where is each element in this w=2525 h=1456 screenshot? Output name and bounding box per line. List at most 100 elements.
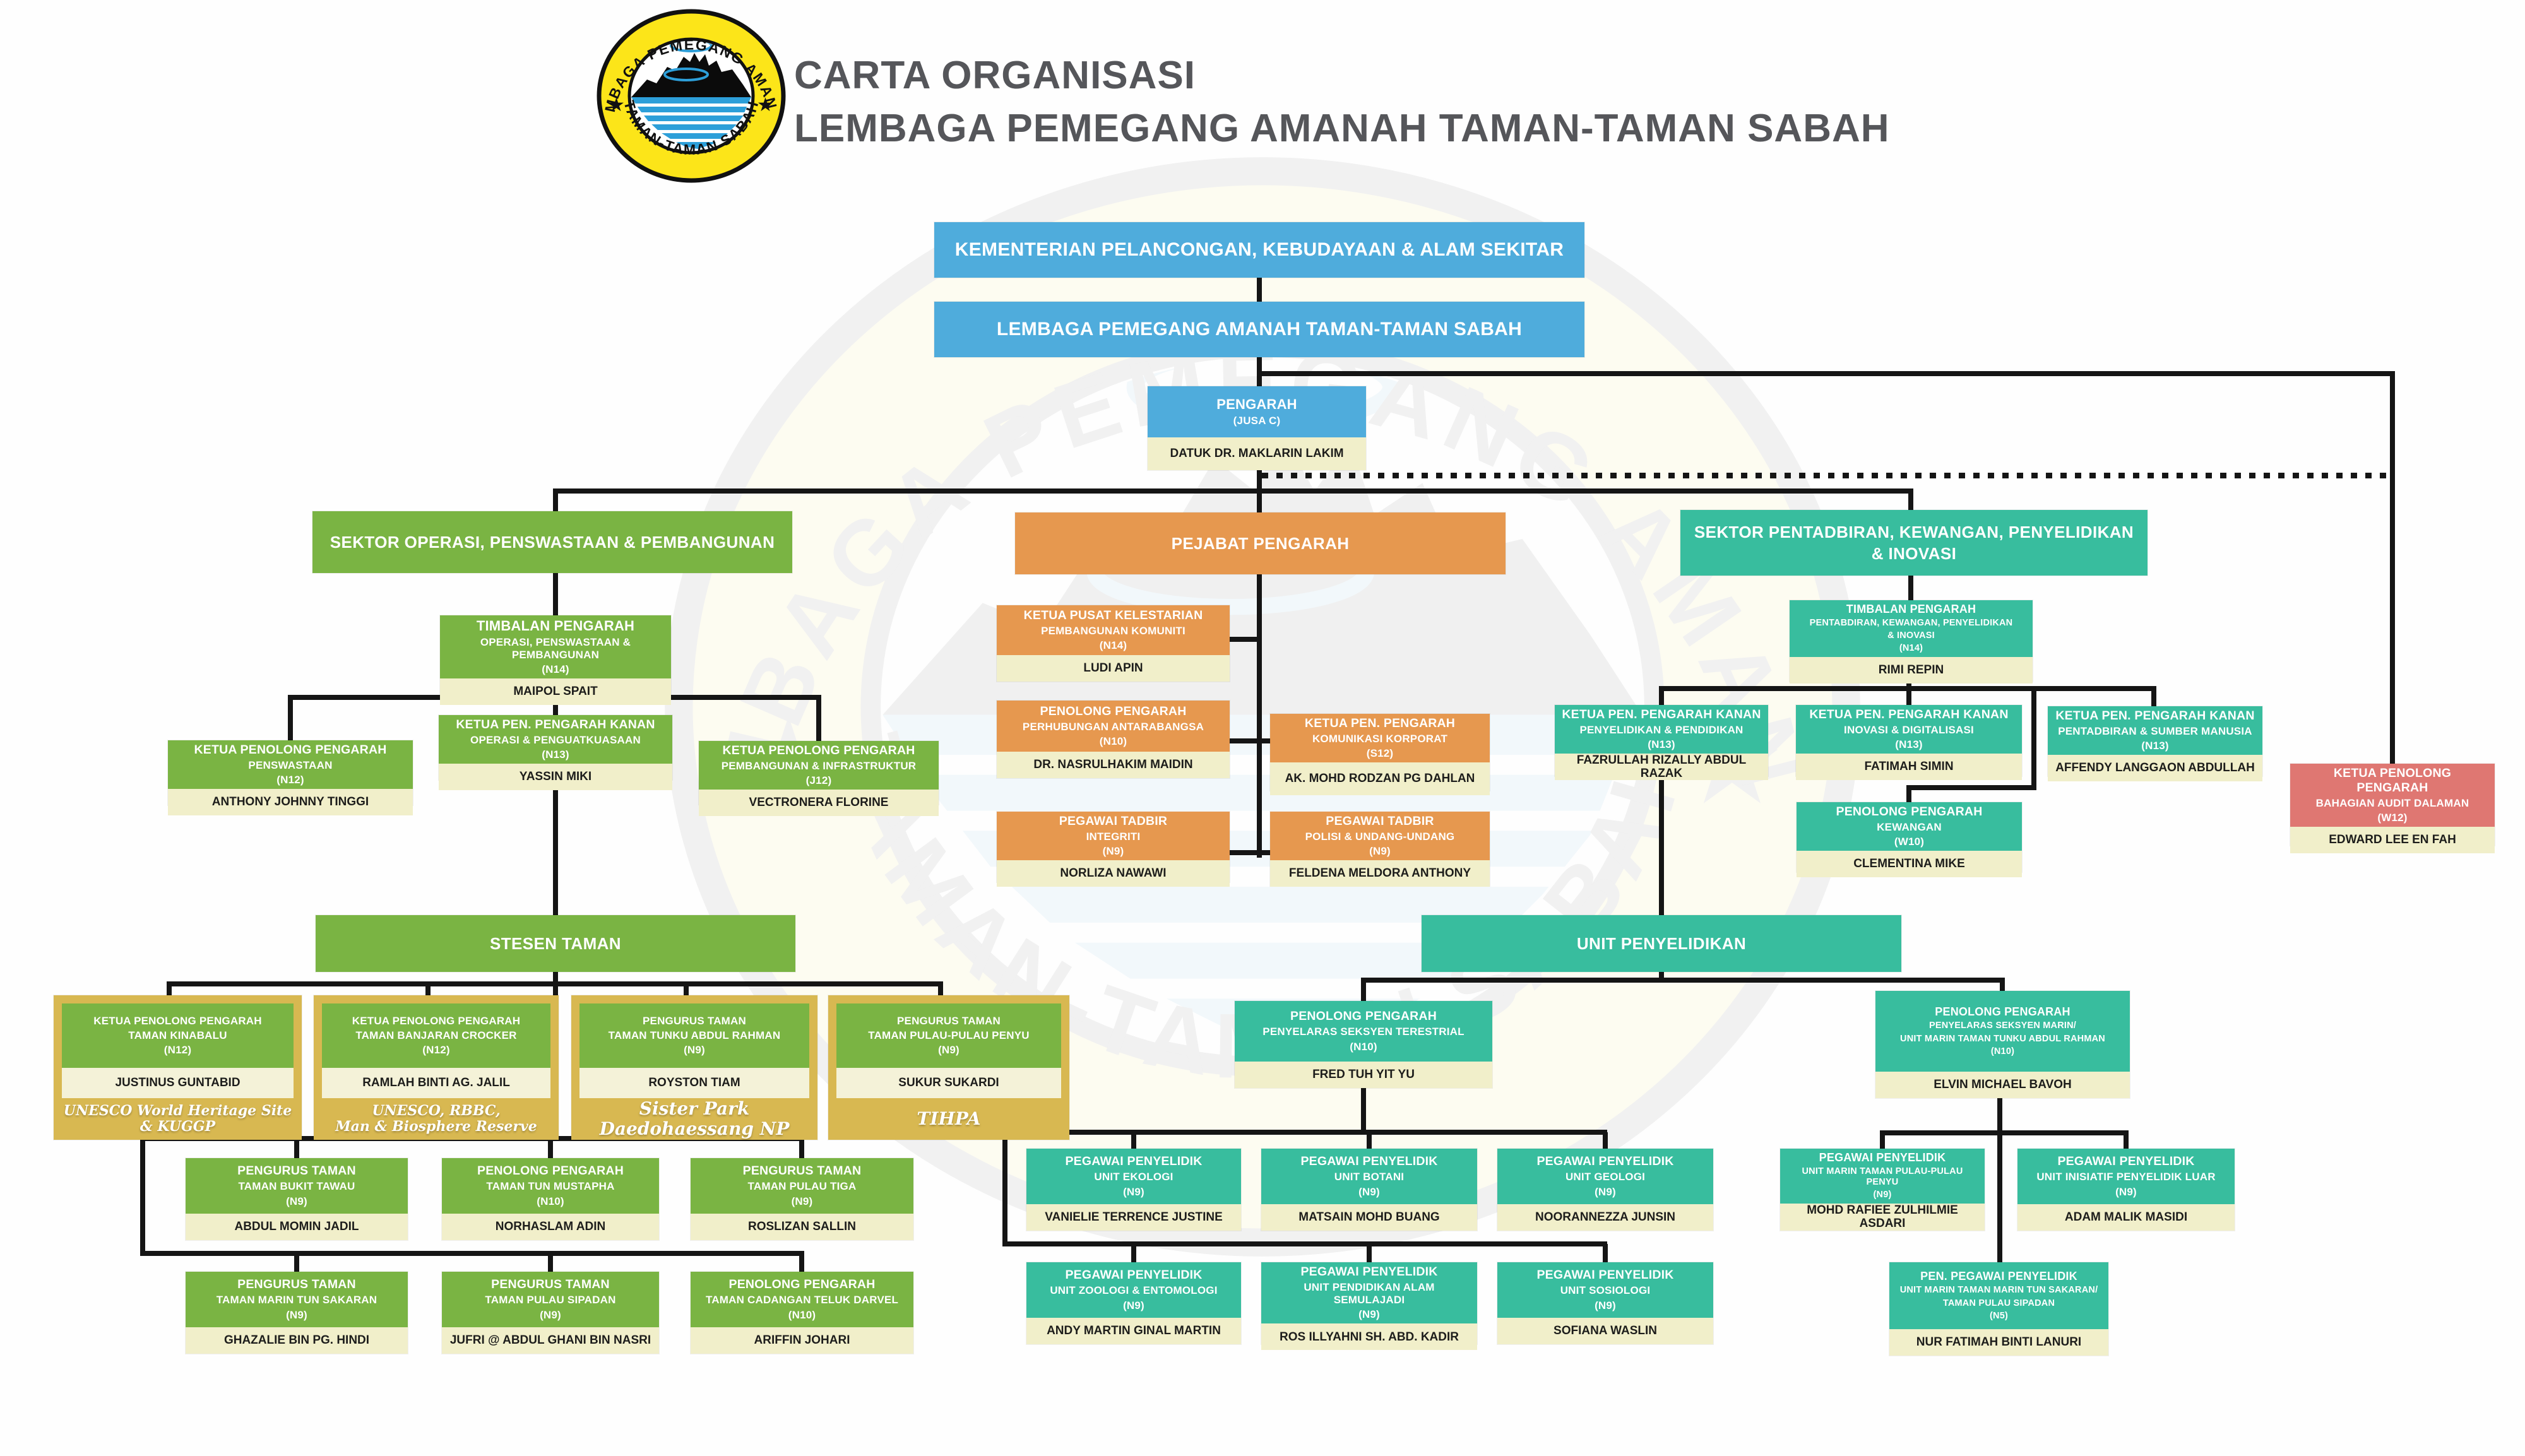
connector [548, 1253, 553, 1274]
connector [938, 984, 943, 998]
connector [1005, 1130, 1607, 1135]
connector [684, 984, 689, 998]
connector [1997, 1098, 2002, 1265]
officer-name: ROS ILLYAHNI SH. ABD. KADIR [1261, 1323, 1477, 1351]
sector-header-operations: SEKTOR OPERASI, PENSWASTAAN & PEMBANGUNA… [312, 511, 792, 573]
officer-name: SOFIANA WASLIN [1497, 1318, 1713, 1344]
officer-name: ELVIN MICHAEL BAVOH [1875, 1072, 2130, 1098]
connector [1880, 1130, 1885, 1151]
connector [1906, 785, 1911, 805]
officer-name: DR. NASRULHAKIM MAIDIN [997, 752, 1230, 778]
connector [816, 695, 821, 743]
connector [1908, 488, 1913, 515]
officer-name: AK. MOHD RODZAN PG DAHLAN [1270, 762, 1490, 796]
designation-footer: UNESCO, RBBC,Man & Biosphere Reserve [335, 1102, 537, 1135]
officer-name: MAIPOL SPAIT [440, 678, 671, 706]
connector [288, 695, 293, 743]
connector [553, 972, 558, 986]
officer-name: FATIMAH SIMIN [1796, 754, 2022, 781]
connector [799, 1139, 804, 1161]
connector [1230, 850, 1273, 855]
officer-name: FELDENA MELDORA ANTHONY [1270, 860, 1490, 887]
cloud-icon [663, 68, 709, 81]
officer-name: MATSAIN MOHD BUANG [1261, 1204, 1477, 1231]
connector [1005, 1241, 1607, 1246]
connector [1131, 1132, 1136, 1151]
officer-name: YASSIN MIKI [439, 764, 672, 791]
star-icon: ★ [757, 95, 774, 115]
connector [553, 488, 1911, 494]
designation-footer: UNESCO World Heritage Site& KUGGP [63, 1102, 292, 1135]
officer-name: JUFRI @ ABDUL GHANI BIN NASRI [442, 1327, 659, 1354]
connector [1361, 1088, 1366, 1135]
officer-name: FAZRULLAH RIZALLY ABDUL RAZAK [1555, 754, 1768, 781]
box-board: LEMBAGA PEMEGANG AMANAH TAMAN-TAMAN SABA… [934, 302, 1584, 357]
connector [553, 694, 558, 718]
officer-name: CLEMENTINA MIKE [1797, 851, 2022, 878]
connector [1659, 686, 1664, 707]
connector [553, 780, 558, 918]
box-title: SEKTOR PENTADBIRAN, KEWANGAN, PENYELIDIK… [1680, 510, 2148, 576]
connector [425, 984, 431, 998]
connector [2000, 978, 2005, 993]
officer-name: RIMI REPIN [1790, 656, 2033, 684]
connector [1131, 1244, 1136, 1265]
connector [1361, 978, 2002, 983]
connector [1908, 576, 1913, 603]
officer-name: NORHASLAM ADIN [442, 1214, 659, 1240]
connector [1367, 1244, 1372, 1265]
connector [1367, 1132, 1372, 1151]
connector [1257, 278, 1262, 302]
connector [1603, 1132, 1608, 1151]
connector [1880, 1130, 2127, 1135]
mountain-icon [631, 53, 751, 97]
connector [1361, 978, 1366, 1003]
officer-name: ANTHONY JOHNNY TINGGI [168, 789, 413, 816]
officer-name: VANIELIE TERRENCE JUSTINE [1026, 1204, 1241, 1231]
officer-name: ARIFFIN JOHARI [691, 1327, 913, 1354]
page-title: CARTA ORGANISASI [794, 54, 1196, 97]
connector [1230, 738, 1273, 743]
officer-name: JUSTINUS GUNTABID [62, 1068, 294, 1098]
star-icon: ★ [608, 95, 625, 115]
page-subtitle: LEMBAGA PEMEGANG AMANAH TAMAN-TAMAN SABA… [794, 107, 1890, 150]
officer-name: MOHD RAFIEE ZULHILMIE ASDARI [1780, 1203, 1985, 1231]
connector [167, 984, 172, 998]
